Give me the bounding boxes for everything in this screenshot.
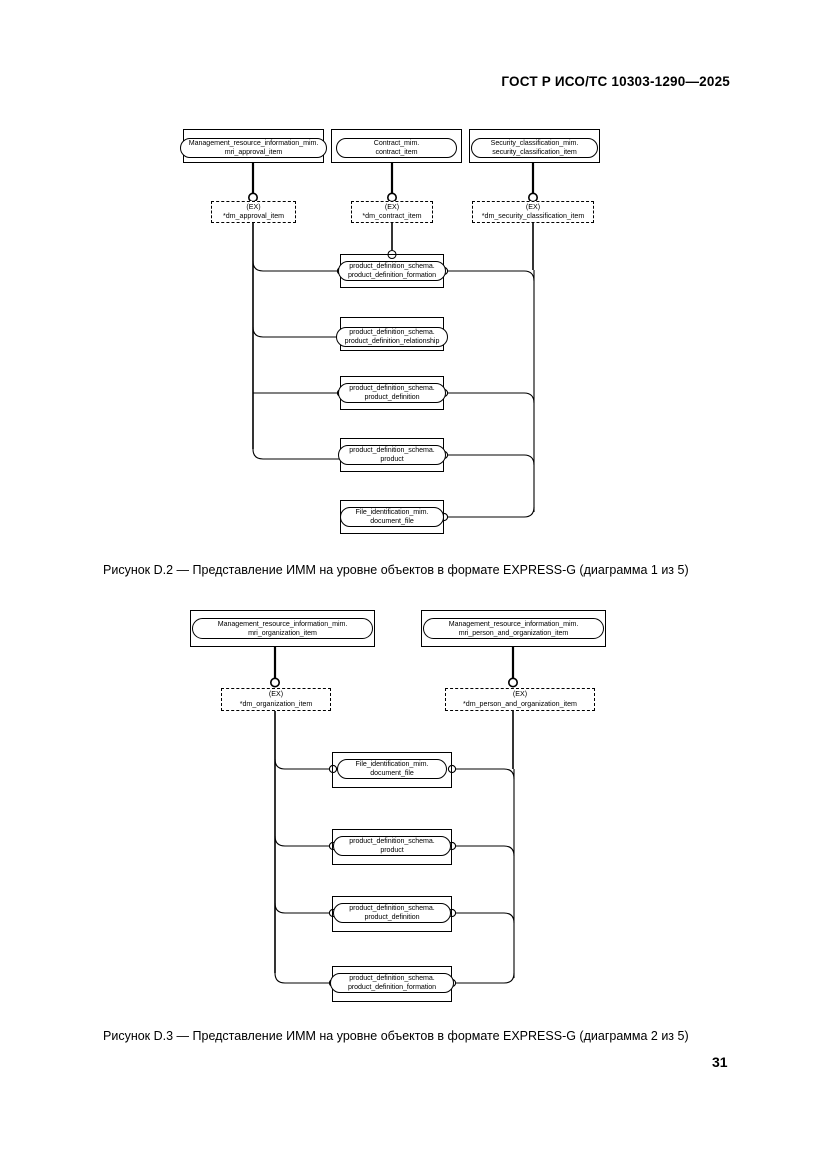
schema-label-line1: Contract_mim. [373, 139, 420, 148]
entity-label-line2: product_definition [364, 393, 420, 401]
ex-tag: (EX) [246, 202, 261, 211]
ex-tag: (EX) [525, 202, 541, 211]
entity-label-line2: document_file [370, 769, 414, 777]
entity-label-line2: product [380, 846, 404, 854]
entity-label-line2: product_definition_formation [347, 271, 437, 279]
entity-box-label: product_definition_schema. product_defin… [330, 973, 454, 993]
schema-box-outer [469, 129, 600, 163]
entity-label-line1: product_definition_schema. [349, 384, 435, 393]
ex-box: (EX) *dm_approval_item [211, 201, 296, 223]
entity-label-line1: product_definition_schema. [349, 904, 435, 913]
ex-tag: (EX) [268, 690, 284, 699]
figure-caption-d2: Рисунок D.2 — Представление ИММ на уровн… [103, 563, 689, 577]
entity-label-line1: product_definition_schema. [349, 328, 435, 337]
schema-box-outer [190, 610, 375, 647]
schema-box-label: Security_classification_mim. security_cl… [471, 138, 598, 158]
ex-name: *dm_security_classification_item [481, 212, 585, 220]
ex-name: *dm_organization_item [239, 699, 313, 708]
entity-label-line2: product_definition [364, 913, 420, 921]
entity-box-label: product_definition_schema. product_defin… [338, 383, 446, 403]
schema-label-line2: contract_item [375, 148, 418, 156]
ex-tag: (EX) [384, 202, 400, 211]
entity-box-label: product_definition_schema. product_defin… [338, 261, 446, 281]
schema-box-label: Management_resource_information_mim. mri… [423, 618, 604, 639]
entity-box-label: product_definition_schema. product_defin… [336, 327, 448, 347]
schema-label-line1: Management_resource_information_mim. [217, 619, 348, 628]
entity-box-label: File_identification_mim. document_file [340, 507, 444, 527]
entity-label-line2: product [380, 455, 404, 463]
entity-label-line1: product_definition_schema. [349, 262, 435, 271]
schema-label-line2: mri_organization_item [248, 628, 317, 637]
entity-box-label: File_identification_mim. document_file [337, 759, 447, 779]
ex-box: (EX) *dm_organization_item [221, 688, 331, 711]
schema-box-label: Management_resource_information_mim. mri… [180, 138, 327, 158]
schema-box-outer [421, 610, 606, 647]
ex-name: *dm_person_and_organization_item [463, 699, 577, 708]
schema-box-label: Management_resource_information_mim. mri… [192, 618, 373, 639]
ex-box: (EX) *dm_contract_item [351, 201, 433, 223]
entity-box-outer [332, 752, 452, 788]
document-header: ГОСТ Р ИСО/ТС 10303-1290—2025 [501, 74, 730, 89]
ex-box: (EX) *dm_person_and_organization_item [445, 688, 595, 711]
entity-label-line2: document_file [370, 517, 414, 525]
schema-box-outer [331, 129, 462, 163]
schema-label-line2: mri_person_and_organization_item [458, 628, 569, 637]
page-number: 31 [712, 1054, 728, 1070]
schema-box-label: Contract_mim. contract_item [336, 138, 457, 158]
entity-label-line1: File_identification_mim. [355, 760, 429, 769]
entity-box-label: product_definition_schema. product [338, 445, 446, 465]
entity-label-line2: product_definition_formation [347, 983, 437, 991]
schema-label-line1: Security_classification_mim. [490, 139, 579, 148]
schema-label-line2: security_classification_item [492, 148, 577, 156]
ex-tag: (EX) [512, 690, 528, 699]
schema-label-line2: mri_approval_item [224, 148, 283, 156]
figure-caption-d3: Рисунок D.3 — Представление ИММ на уровн… [103, 1029, 689, 1043]
ex-name: *dm_contract_item [362, 212, 422, 220]
entity-box-label: product_definition_schema. product_defin… [333, 903, 451, 923]
entity-label-line1: product_definition_schema. [349, 837, 435, 846]
entity-label-line1: File_identification_mim. [355, 508, 429, 517]
ex-name: *dm_approval_item [222, 212, 285, 220]
schema-label-line1: Management_resource_information_mim. [448, 619, 579, 628]
entity-label-line1: product_definition_schema. [349, 446, 435, 455]
ex-box: (EX) *dm_security_classification_item [472, 201, 594, 223]
entity-box-label: product_definition_schema. product [333, 836, 451, 856]
entity-label-line1: product_definition_schema. [349, 974, 435, 983]
schema-label-line1: Management_resource_information_mim. [188, 139, 319, 148]
entity-label-line2: product_definition_relationship [344, 337, 440, 345]
